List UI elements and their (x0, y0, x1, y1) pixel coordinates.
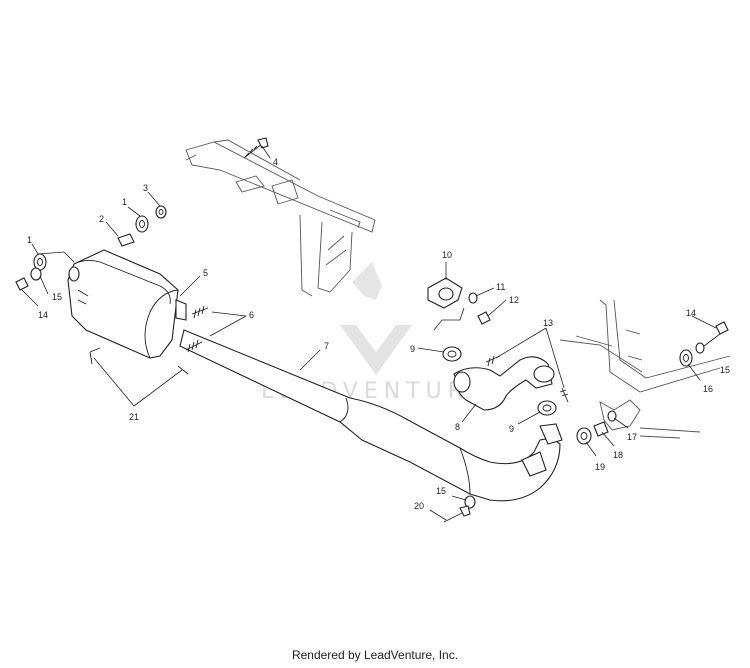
callout-2: 2 (99, 214, 104, 224)
callout-15-bottom: 15 (436, 486, 446, 496)
callout-20: 20 (414, 501, 424, 511)
muffler (67, 249, 187, 359)
frame-right (559, 299, 731, 439)
callout-6: 6 (249, 310, 254, 320)
small-parts (15, 137, 729, 523)
footer-credit: Rendered by LeadVenture, Inc. (291, 648, 459, 662)
callout-5: 5 (203, 268, 208, 278)
callout-8: 8 (455, 422, 460, 432)
callout-19: 19 (595, 462, 605, 472)
callout-4: 4 (273, 157, 278, 167)
callout-11: 11 (496, 282, 505, 292)
callout-14-left: 14 (38, 310, 48, 320)
callout-1-left: 1 (27, 235, 32, 245)
callout-13: 13 (543, 318, 553, 328)
exhaust-pipe (179, 329, 563, 502)
callout-9-lower: 9 (509, 424, 514, 434)
callout-9-upper: 9 (410, 344, 415, 354)
callout-7: 7 (324, 341, 329, 351)
callout-1-upper: 1 (122, 197, 127, 207)
callout-14-right: 14 (686, 308, 696, 318)
head-pipe (453, 356, 555, 411)
callout-labels: 1 1 2 3 4 5 6 7 8 9 9 10 11 12 13 14 14 … (27, 157, 730, 511)
callout-18: 18 (613, 450, 623, 460)
callout-12: 12 (509, 295, 519, 305)
callout-21: 21 (129, 412, 139, 422)
frame-upper (185, 139, 376, 297)
callout-3: 3 (143, 183, 148, 193)
callout-17: 17 (627, 432, 637, 442)
callout-16: 16 (703, 384, 713, 394)
callout-15-right: 15 (720, 365, 730, 375)
callout-15-left: 15 (52, 292, 62, 302)
leader-lines (21, 145, 721, 521)
callout-10: 10 (442, 250, 452, 260)
